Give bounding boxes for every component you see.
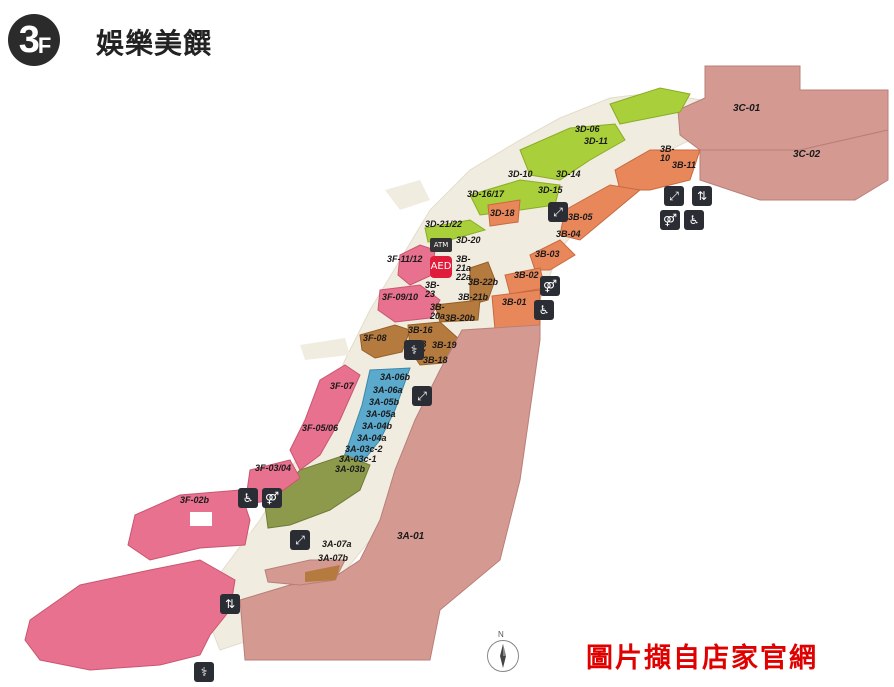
label-3F-02b: 3F-02b — [180, 495, 210, 505]
store-3C-02[interactable] — [699, 129, 889, 201]
label-3A-05a: 3A-05a — [366, 409, 396, 419]
label-3A-04a: 3A-04a — [357, 433, 387, 443]
label-3A-07b: 3A-07b — [318, 553, 349, 563]
aed-icon[interactable]: AED — [430, 256, 452, 278]
compass-north-label: N — [498, 630, 504, 639]
label-3B-11: 3B-11 — [672, 160, 696, 170]
store-3F-09-10[interactable] — [377, 284, 441, 323]
store-3B-05-04[interactable] — [559, 184, 642, 241]
label-3D-15: 3D-15 — [538, 185, 564, 195]
restroom-icon[interactable]: ⚤ — [660, 210, 680, 230]
escalator-icon[interactable]: ⤢ — [664, 186, 684, 206]
restroom-icon[interactable]: ⚤ — [262, 488, 282, 508]
label-3D-10: 3D-10 — [508, 169, 533, 179]
label-3D-21-22: 3D-21/22 — [425, 219, 462, 229]
label-3B-21b: 3B-21b — [458, 292, 489, 302]
restroom-icon[interactable]: ⚤ — [540, 276, 560, 296]
label-3B-04: 3B-04 — [556, 229, 581, 239]
store-3D-18[interactable] — [487, 199, 521, 227]
store-3A-07b-accent[interactable] — [305, 565, 340, 582]
label-3C-02: 3C-02 — [793, 149, 821, 160]
store-3B-03[interactable] — [529, 239, 576, 271]
compass-icon — [487, 640, 519, 672]
label-3F-11-12: 3F-11/12 — [387, 254, 422, 264]
label-3F-05-06: 3F-05/06 — [302, 423, 339, 433]
store-3A-01[interactable] — [239, 324, 541, 661]
label-3A-01: 3A-01 — [397, 531, 425, 542]
store-3D-06-area[interactable] — [609, 87, 691, 125]
nursing-room-icon[interactable]: ⚕ — [194, 662, 214, 682]
label-3B-18: 3B-18 — [423, 355, 448, 365]
floor-title: 娛樂美饌 — [96, 27, 213, 60]
label-3D-20: 3D-20 — [456, 235, 481, 245]
elevator-icon[interactable]: ⇅ — [692, 186, 712, 206]
store-3B-20[interactable] — [434, 299, 481, 323]
label-3D-11: 3D-11 — [584, 136, 608, 146]
label-3A-04b: 3A-04b — [362, 421, 393, 431]
atm-icon[interactable]: ATM — [430, 238, 452, 252]
corridor-spur-1 — [385, 180, 430, 210]
label-3A-03c-2: 3A-03c-2 — [345, 444, 383, 454]
label-3B-02: 3B-02 — [514, 270, 539, 280]
store-3C-01[interactable] — [677, 65, 889, 151]
accessible-icon[interactable]: ♿ — [684, 210, 704, 230]
escalator-icon[interactable]: ⤢ — [290, 530, 310, 550]
label-3B-22b: 3B-22b — [468, 277, 499, 287]
accessible-icon[interactable]: ♿ — [534, 300, 554, 320]
label-3B-10: 3B-10 — [660, 144, 675, 163]
label-3D-06: 3D-06 — [575, 124, 601, 134]
corridor-spur-2 — [300, 338, 350, 360]
store-3F-08[interactable] — [359, 324, 411, 359]
store-3D-21-area[interactable] — [424, 219, 487, 243]
escalator-icon[interactable]: ⤢ — [412, 386, 432, 406]
label-3A-06b: 3A-06b — [380, 372, 411, 382]
floor-badge: 3F — [8, 14, 60, 66]
label-3A-07a: 3A-07a — [322, 539, 352, 549]
label-3A-05b: 3A-05b — [369, 397, 400, 407]
label-3D-16-17: 3D-16/17 — [467, 189, 505, 199]
accessible-icon[interactable]: ♿ — [238, 488, 258, 508]
escalator-icon[interactable]: ⤢ — [548, 202, 568, 222]
store-3A-03b-area[interactable] — [264, 454, 371, 529]
store-3B-21-22[interactable] — [469, 261, 496, 306]
label-3F-03-04: 3F-03/04 — [255, 463, 291, 473]
store-3B-01[interactable] — [491, 289, 541, 331]
elevator-icon[interactable]: ⇅ — [220, 594, 240, 614]
compass-needle — [500, 644, 506, 668]
label-3A-06a: 3A-06a — [373, 385, 403, 395]
label-3F-09-10: 3F-09/10 — [382, 292, 418, 302]
void-3F-02b — [190, 512, 212, 526]
label-3B-03: 3B-03 — [535, 249, 560, 259]
label-3A-03b: 3A-03b — [335, 464, 366, 474]
label-3F-08: 3F-08 — [363, 333, 387, 343]
floor-suffix: F — [37, 33, 52, 58]
label-3F-07: 3F-07 — [330, 381, 355, 391]
label-3B-20a: 3B-20a — [429, 302, 445, 321]
source-note: 圖片擷自店家官網 — [586, 643, 818, 674]
store-3F-07-05[interactable] — [289, 364, 361, 471]
label-3B-16: 3B-16 — [408, 325, 434, 335]
label-3B-01: 3B-01 — [502, 297, 527, 307]
store-3F-02b[interactable] — [127, 489, 251, 561]
label-3D-18: 3D-18 — [490, 208, 515, 218]
label-3B-19: 3B-19 — [432, 340, 457, 350]
label-3B-20b: 3B-20b — [445, 313, 476, 323]
label-3B-05: 3B-05 — [568, 212, 594, 222]
floor-number: 3 — [18, 19, 40, 61]
store-3F-01-large[interactable] — [24, 559, 236, 671]
store-3D-10-14-area[interactable] — [519, 123, 626, 181]
nursing-room-icon[interactable]: ⚕ — [404, 340, 424, 360]
label-3A-03c-1: 3A-03c-1 — [339, 454, 377, 464]
label-3D-14: 3D-14 — [556, 169, 581, 179]
label-3C-01: 3C-01 — [733, 103, 761, 114]
label-3B-23: 3B-23 — [424, 280, 440, 299]
